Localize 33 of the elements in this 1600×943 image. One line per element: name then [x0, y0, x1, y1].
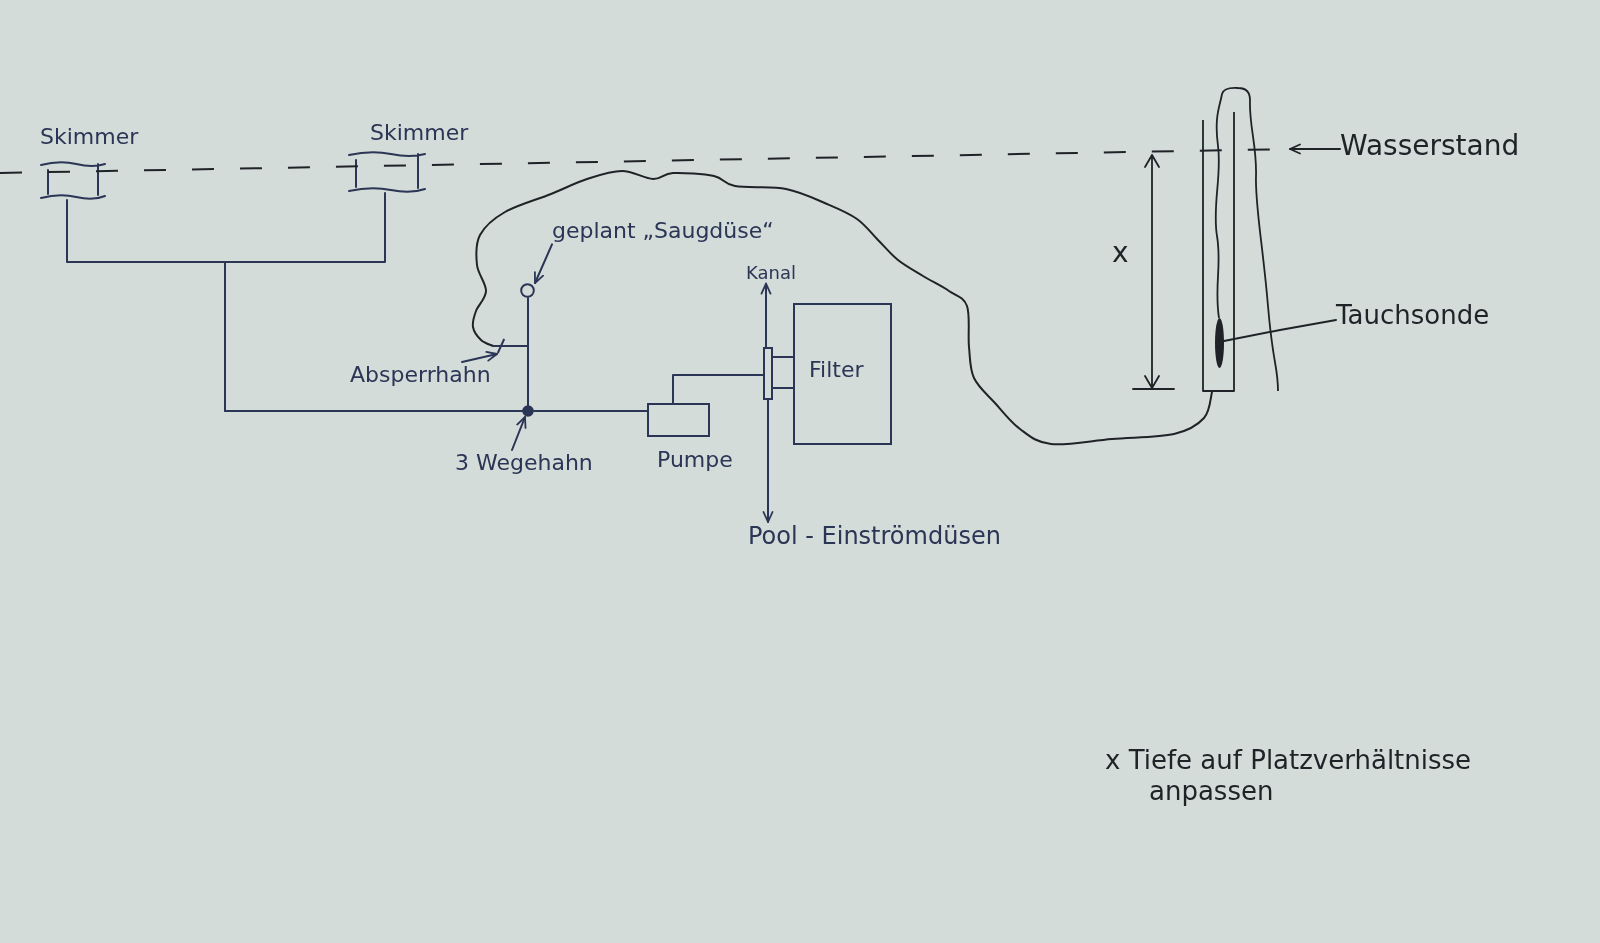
- component-label: Skimmer: [40, 124, 139, 151]
- note-text: x Tiefe auf Platzverhältnisse anpassen: [1105, 745, 1473, 808]
- hose-line: [471, 170, 1213, 446]
- pipe-line: [533, 410, 648, 412]
- filter-box: [793, 303, 892, 445]
- pipe-line: [508, 345, 529, 406]
- bar-icon: [1215, 318, 1224, 368]
- callout-label: geplant „Saugdüse“: [552, 218, 774, 245]
- callout-label: Tauchsonde: [1336, 300, 1490, 332]
- outlet-label: Pool - Einströmdüsen: [748, 522, 1001, 551]
- dot-icon: [522, 405, 534, 417]
- pipe-line: [772, 356, 794, 358]
- outlet-label: Kanal: [746, 262, 796, 284]
- leader-arrow: [461, 350, 498, 363]
- pipe-line: [224, 192, 523, 412]
- arrow: [1289, 143, 1341, 155]
- cross-icon: [493, 338, 509, 354]
- arrow: [762, 399, 774, 523]
- pipe-line: [672, 374, 764, 404]
- pipe-line: [772, 387, 794, 389]
- leader-line: [1223, 319, 1337, 342]
- callout-label: Wasserstand: [1340, 129, 1520, 163]
- valve-symbol: [763, 347, 773, 400]
- dimension-label: x: [1112, 236, 1129, 270]
- callout-label: 3 Wegehahn: [455, 450, 593, 477]
- leader-arrow: [511, 416, 527, 451]
- component-label: Skimmer: [370, 120, 469, 147]
- component-label: Filter: [809, 357, 864, 384]
- component-label: Pumpe: [657, 447, 733, 474]
- ring-icon: [520, 283, 535, 298]
- callout-label: Absperrhahn: [350, 362, 491, 389]
- arrow: [760, 282, 772, 348]
- leader-arrow: [534, 243, 553, 284]
